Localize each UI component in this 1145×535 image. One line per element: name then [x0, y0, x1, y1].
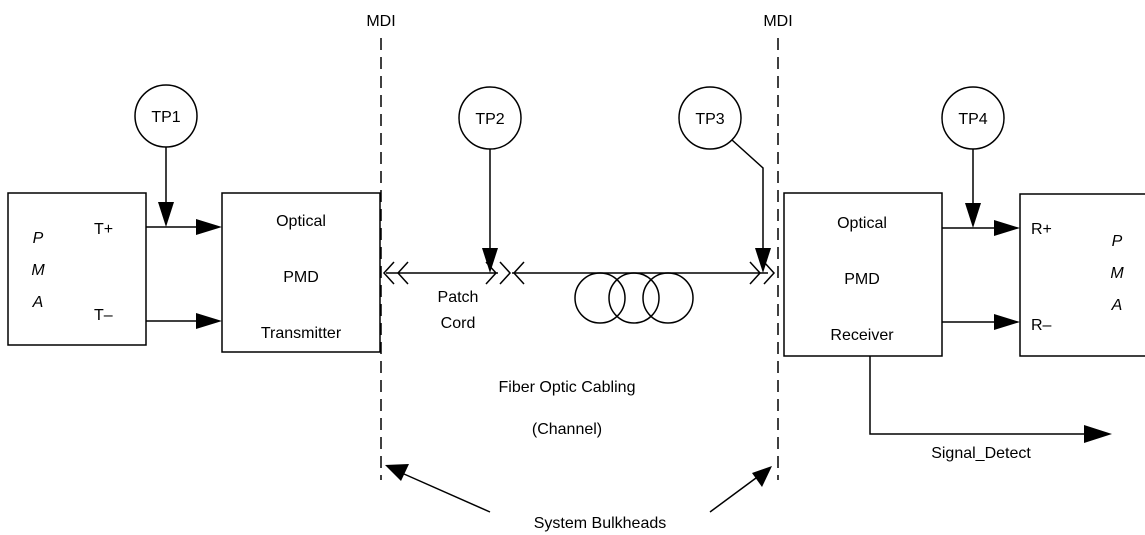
tp1-test-point: TP1 — [134, 84, 198, 227]
pma-right-letter-p: P — [1112, 233, 1123, 250]
pma-right-letter-m: M — [1110, 265, 1124, 282]
transmitter-line-1: Optical — [276, 213, 326, 230]
pma-left-letter-a: A — [32, 294, 44, 311]
optical-pmd-receiver: Optical PMD Receiver — [783, 192, 943, 357]
tp1-label: TP1 — [151, 109, 180, 126]
r-minus-arrow — [942, 314, 1020, 330]
optical-pmd-transmitter: Optical PMD Transmitter — [221, 192, 381, 353]
tp4-test-point: TP4 — [941, 86, 1005, 228]
r-plus-arrow — [942, 220, 1020, 236]
mdi-right-label: MDI — [763, 13, 792, 30]
patch-cord: Patch Cord — [382, 261, 512, 332]
tp3-label: TP3 — [695, 111, 724, 128]
mdi-right: MDI — [763, 13, 793, 480]
receiver-line-3: Receiver — [830, 327, 894, 344]
fiber-cable — [512, 261, 776, 324]
pma-right-block: R+ R– P M A — [1019, 193, 1145, 357]
t-minus-label: T– — [94, 307, 113, 324]
t-minus-arrow — [146, 313, 222, 329]
receiver-line-1: Optical — [837, 215, 887, 232]
tp4-label: TP4 — [958, 111, 987, 128]
mdi-left-label: MDI — [366, 13, 395, 30]
pma-right-letter-a: A — [1111, 297, 1123, 314]
signal-detect-output: Signal_Detect — [869, 356, 1112, 462]
transmitter-line-2: PMD — [283, 269, 319, 286]
pma-left-letter-p: P — [33, 230, 44, 247]
patch-cord-line-1: Patch — [438, 289, 479, 306]
channel-label: (Channel) — [532, 421, 602, 438]
mdi-left: MDI — [366, 13, 396, 480]
system-bulkheads-callout: System Bulkheads — [385, 464, 772, 532]
patch-cord-line-2: Cord — [441, 315, 476, 332]
transmitter-line-3: Transmitter — [261, 325, 342, 342]
tp2-test-point: TP2 — [458, 86, 522, 273]
r-plus-label: R+ — [1031, 221, 1052, 238]
receiver-line-2: PMD — [844, 271, 880, 288]
pma-left-block: P M A T+ T– — [7, 192, 147, 346]
r-minus-label: R– — [1031, 317, 1052, 334]
pma-left-letter-m: M — [31, 262, 45, 279]
system-bulkheads-label: System Bulkheads — [534, 515, 667, 532]
tp3-test-point: TP3 — [678, 86, 771, 273]
tp2-label: TP2 — [475, 111, 504, 128]
t-plus-label: T+ — [94, 221, 113, 238]
t-plus-arrow — [146, 219, 222, 235]
signal-detect-label: Signal_Detect — [931, 445, 1031, 462]
fiber-optic-cabling-label: Fiber Optic Cabling — [499, 379, 636, 396]
